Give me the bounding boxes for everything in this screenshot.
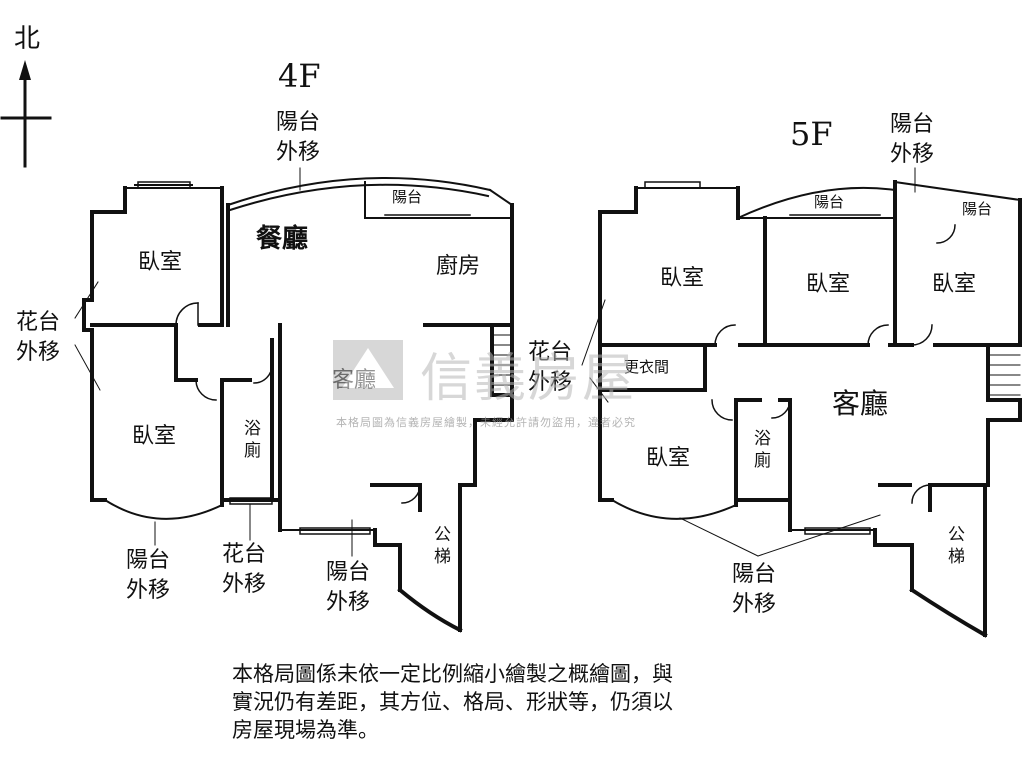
- note-line: 花台: [222, 542, 267, 567]
- note-line: 外移: [16, 340, 61, 365]
- room-balcony-small: 陽台: [392, 188, 423, 206]
- floor-4-balcony-bm-note: 陽台 外移: [326, 558, 370, 618]
- compass-north-label: 北: [14, 24, 41, 54]
- note-line: 外移: [326, 590, 371, 615]
- room-kitchen: 廚房: [436, 254, 481, 279]
- floor-5-balcony-top-note: 陽台 外移: [890, 110, 934, 170]
- public-stairs: 公 梯: [434, 524, 451, 568]
- room-closet: 更衣間: [624, 358, 670, 376]
- floor-4-title: 4F: [278, 57, 321, 95]
- north-arrow-icon: [0, 60, 52, 168]
- stair-line: 梯: [434, 547, 451, 567]
- public-stairs-5f: 公 梯: [948, 524, 965, 568]
- note-line: 陽台: [732, 562, 777, 587]
- floor-5-windows: [644, 181, 881, 535]
- room-dining: 餐廳: [256, 224, 309, 254]
- room-bedroom-2: 臥室: [806, 272, 851, 297]
- stair-line: 公: [948, 525, 965, 545]
- note-line: 花台: [16, 310, 61, 335]
- brand-logo-icon: [333, 340, 403, 400]
- room-living-5f: 客廳: [832, 387, 889, 420]
- room-bedroom-1: 臥室: [660, 266, 705, 291]
- floor-4-leader-lines: [74, 167, 353, 557]
- watermark-notice: 本格局圖為信義房屋繪製，未經允許請勿盜用，違者必究: [336, 416, 636, 429]
- note-line: 外移: [222, 572, 267, 597]
- room-bath: 浴 廁: [244, 418, 261, 462]
- disclaimer-line: 房屋現場為準。: [232, 718, 379, 742]
- floor-5-leader-lines: [581, 167, 916, 557]
- room-balcony-right: 陽台: [962, 200, 993, 218]
- floor-5-planter-note: 花台 外移: [528, 338, 572, 398]
- bath-line: 廁: [244, 441, 261, 461]
- floor-5-doors: [711, 224, 956, 504]
- room-bedroom-bottom: 臥室: [132, 424, 177, 449]
- note-line: 陽台: [890, 112, 935, 137]
- note-line: 花台: [528, 340, 573, 365]
- disclaimer-text: 本格局圖係未依一定比例縮小繪製之概繪圖，與 實況仍有差距，其方位、格局、形狀等，…: [232, 660, 792, 744]
- room-bedroom-top: 臥室: [138, 250, 183, 275]
- floor-4-planter-bottom-note: 花台 外移: [222, 540, 266, 600]
- watermark-brand: 信義房屋: [420, 349, 637, 409]
- floor-4-stair-treads: [491, 334, 513, 386]
- note-line: 陽台: [126, 548, 171, 573]
- bath-line: 浴: [754, 429, 771, 449]
- floor-4-balcony-top-note: 陽台 外移: [276, 108, 320, 168]
- note-line: 外移: [528, 370, 573, 395]
- floor-5-balcony-bottom-note: 陽台 外移: [732, 560, 776, 620]
- note-line: 外移: [732, 592, 777, 617]
- room-bath-5f: 浴 廁: [754, 428, 771, 472]
- room-balcony-mid: 陽台: [814, 193, 845, 211]
- floor-5-title: 5F: [790, 115, 833, 153]
- disclaimer-line: 實況仍有差距，其方位、格局、形狀等，仍須以: [232, 690, 673, 714]
- floor-4-doors: [175, 302, 421, 504]
- floor-5-stair-treads: [987, 354, 1021, 396]
- room-bedroom-3: 臥室: [932, 272, 977, 297]
- floor-4-walls: [82, 177, 514, 633]
- stair-line: 公: [434, 525, 451, 545]
- note-line: 外移: [890, 142, 935, 167]
- stair-line: 梯: [948, 547, 965, 567]
- bath-line: 浴: [244, 419, 261, 439]
- floor-4-planter-left-note: 花台 外移: [16, 308, 60, 368]
- note-line: 外移: [276, 140, 321, 165]
- room-bedroom-4: 臥室: [646, 446, 691, 471]
- floor-5-walls: [598, 180, 1022, 638]
- note-line: 外移: [126, 578, 171, 603]
- floor-4-balcony-bl-note: 陽台 外移: [126, 546, 170, 606]
- bath-line: 廁: [754, 451, 771, 471]
- floor-4-windows: [137, 181, 471, 535]
- note-line: 陽台: [276, 110, 321, 135]
- note-line: 陽台: [326, 560, 371, 585]
- disclaimer-line: 本格局圖係未依一定比例縮小繪製之概繪圖，與: [232, 662, 673, 686]
